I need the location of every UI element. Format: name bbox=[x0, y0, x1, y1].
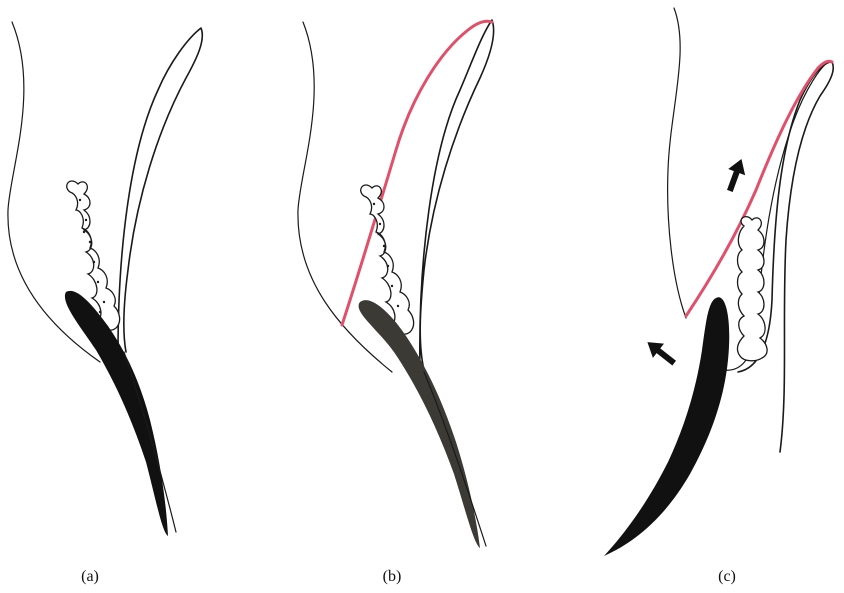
panel-c-gland bbox=[737, 217, 767, 361]
panel-c-cartilage[interactable] bbox=[604, 297, 729, 556]
caption-a: (a) bbox=[60, 568, 120, 586]
panel-a bbox=[8, 22, 202, 536]
panel-a-lid-outline bbox=[118, 28, 202, 352]
panel-b bbox=[298, 20, 494, 548]
panel-c-arrow-left-icon bbox=[642, 335, 680, 370]
caption-c: (c) bbox=[697, 568, 757, 586]
panel-c-arrow-up-icon bbox=[721, 156, 750, 194]
panel-c bbox=[604, 8, 833, 556]
panel-c-skin-contour bbox=[668, 8, 686, 318]
caption-b: (b) bbox=[362, 568, 422, 586]
